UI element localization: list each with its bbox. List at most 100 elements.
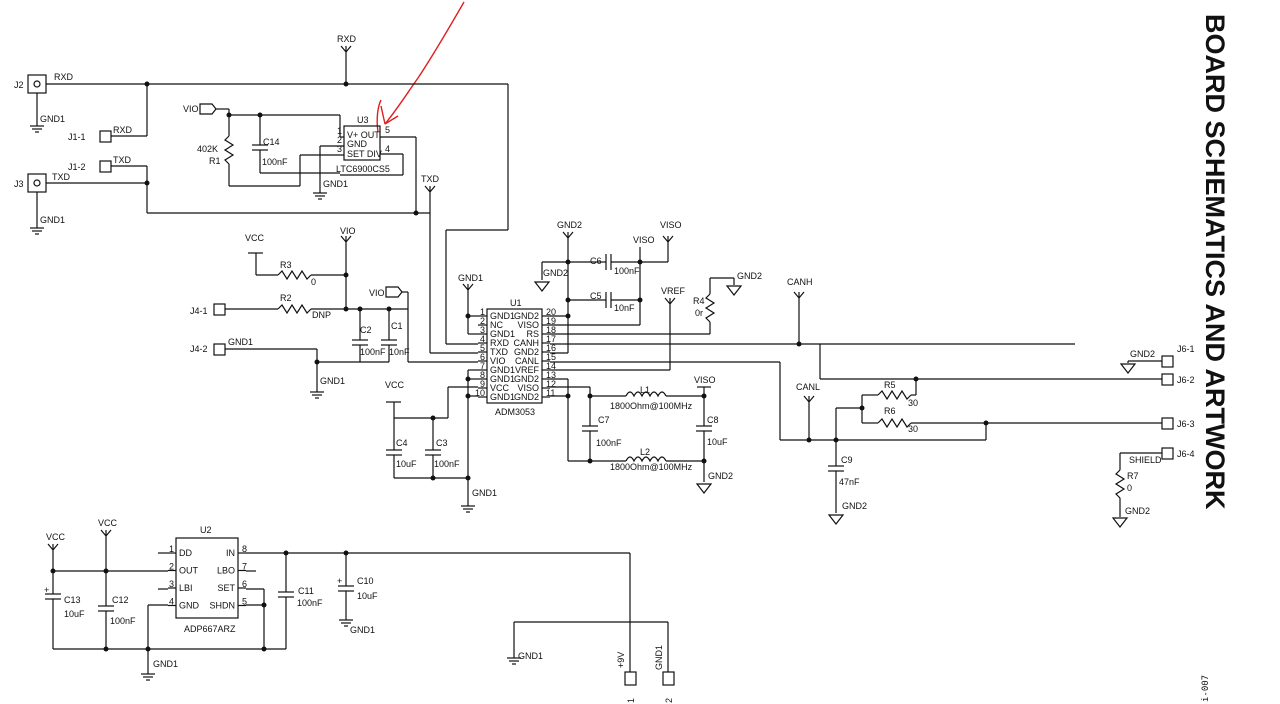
u3-pin-4: 4 xyxy=(385,144,390,154)
u3-pin-3: 3 xyxy=(337,144,342,154)
gnd1-label-u1-top: GND1 xyxy=(458,273,483,283)
u1-left-pin-name: GND1 xyxy=(490,311,515,321)
c13-ref: C13 xyxy=(64,595,81,605)
gnd1-label-u3: GND1 xyxy=(323,179,348,189)
r2-value: DNP xyxy=(312,310,331,320)
u1-right-pin-number: 19 xyxy=(546,316,556,326)
u2-left-pin-number: 4 xyxy=(169,597,174,607)
c12-value: 100nF xyxy=(110,616,136,626)
j1-2-label: J1-2 xyxy=(68,162,86,172)
vcc-label-r3: VCC xyxy=(245,233,265,243)
r5-ref: R5 xyxy=(884,380,896,390)
rxd-top-label: RXD xyxy=(337,34,357,44)
u1-left-pin-name: NC xyxy=(490,320,503,330)
r1-value: 402K xyxy=(197,144,218,154)
u1-right-pin-name: GND2 xyxy=(514,392,539,402)
u1-left-pin-name: RXD xyxy=(490,338,510,348)
resistor-r5 xyxy=(877,389,912,401)
connector-gnd1 xyxy=(662,671,675,686)
u3-pin-label-3: SET DIV xyxy=(347,149,382,159)
u1-left-pin-name: TXD xyxy=(490,347,509,357)
u1-right-pin-number: 12 xyxy=(546,379,556,389)
c10-value: 10uF xyxy=(357,591,378,601)
footer-ref: i-007 xyxy=(1201,675,1211,702)
pin-1-label: 1 xyxy=(626,698,636,703)
u1-left-pin-name: GND1 xyxy=(490,329,515,339)
gnd2-label-c6: GND2 xyxy=(543,268,568,278)
j4-2-label: J4-2 xyxy=(190,344,208,354)
gnd1-label-j2: GND1 xyxy=(40,114,65,124)
gnd1-conn-label: GND1 xyxy=(654,645,664,670)
iso-side-section: GND2 GND2 C6 100nF C5 10nF VISO xyxy=(533,220,1075,494)
pin-2-label: 2 xyxy=(664,698,674,703)
u2-left-pin-name: DD xyxy=(179,548,192,558)
u2-right-pin-name: IN xyxy=(226,548,235,558)
connector-j6-4 xyxy=(1161,447,1174,460)
u1-left-pin-name: VCC xyxy=(490,383,510,393)
u1-right-pin-number: 20 xyxy=(546,307,556,317)
gnd2-label-j6: GND2 xyxy=(1130,349,1155,359)
txd-marker-label: TXD xyxy=(421,174,440,184)
u1-left-pin-name: VIO xyxy=(490,356,506,366)
u1-ref: U1 xyxy=(510,298,522,308)
c9-ref: C9 xyxy=(841,455,853,465)
u2-right-pin-number: 5 xyxy=(242,597,247,607)
u1-right-pin-name: CANH xyxy=(513,338,539,348)
u3-pin-label-1: V+ OUT xyxy=(347,130,380,140)
u1-left-pin-number: 3 xyxy=(480,325,485,335)
resistor-r6 xyxy=(877,417,912,429)
u3-part: LTC6900CS5 xyxy=(336,164,390,174)
c7-ref: C7 xyxy=(598,415,610,425)
r6-value: 30 xyxy=(908,424,918,434)
u1-left-pin-number: 4 xyxy=(480,334,485,344)
vio-flag-label: VIO xyxy=(183,104,199,114)
canl-label: CANL xyxy=(796,382,820,392)
u2-right-pin-name: SHDN xyxy=(209,601,235,611)
rxd-net-label: RXD xyxy=(54,72,74,82)
rxd-txd-section: J2 RXD GND1 RXD J1-1 RXD J3 TXD GND1 J1-… xyxy=(14,34,509,354)
can-bus-section: CANH CANL R5 30 R6 30 xyxy=(787,277,1195,528)
shield-label: SHIELD xyxy=(1129,455,1162,465)
j3-label: J3 xyxy=(14,179,24,189)
connector-j2 xyxy=(27,74,47,94)
u1-right-pin-number: 11 xyxy=(546,388,555,398)
u1-right-pin-number: 16 xyxy=(546,343,556,353)
c2-value: 100nF xyxy=(360,347,386,357)
r3-ref: R3 xyxy=(280,260,292,270)
u1-right-pin-name: GND2 xyxy=(514,374,539,384)
connector-j1-2 xyxy=(99,160,112,173)
r5-value: 30 xyxy=(908,398,918,408)
u1-left-pin-number: 2 xyxy=(480,316,485,326)
c11-ref: C11 xyxy=(298,586,314,596)
l2-value: 1800Ohm@100MHz xyxy=(610,462,693,472)
u1-left-pin-number: 8 xyxy=(480,370,485,380)
vref-label: VREF xyxy=(661,286,686,296)
inductor-l1 xyxy=(625,391,667,398)
u1-right-pin-number: 18 xyxy=(546,325,556,335)
u1-right-pin-number: 15 xyxy=(546,352,556,362)
connector-j3 xyxy=(27,173,47,193)
u1-left-pin-number: 5 xyxy=(480,343,485,353)
u1-right-pin-number: 14 xyxy=(546,361,556,371)
j1-1-label: J1-1 xyxy=(68,132,86,142)
c9-value: 47nF xyxy=(839,477,860,487)
c14-value: 100nF xyxy=(262,157,288,167)
c1-value: 10nF xyxy=(389,347,410,357)
gnd2-label-c9: GND2 xyxy=(842,501,867,511)
viso-label-c8: VISO xyxy=(694,375,716,385)
u1-right-pin-name: VISO xyxy=(517,320,539,330)
gnd2-label-r7: GND2 xyxy=(1125,506,1150,516)
gnd1-label-j4: GND1 xyxy=(228,337,253,347)
u2-right-pin-number: 7 xyxy=(242,562,247,572)
u1-left-pin-number: 6 xyxy=(480,352,485,362)
c8-ref: C8 xyxy=(707,415,719,425)
gnd1-label-bottom: GND1 xyxy=(518,651,543,661)
gnd2-label-r4: GND2 xyxy=(737,271,762,281)
u1-left-pin-number: 1 xyxy=(480,307,485,317)
u1-right-pin-number: 17 xyxy=(546,334,556,344)
l2-ref: L2 xyxy=(640,447,650,457)
